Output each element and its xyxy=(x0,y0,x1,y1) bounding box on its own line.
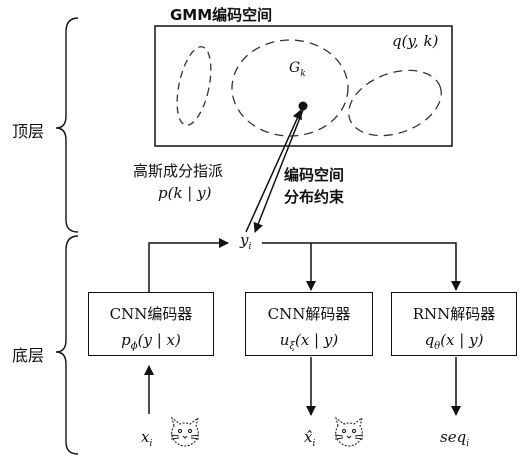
rnn-decoder-formula: qθ(x | y) xyxy=(424,331,484,352)
constraint-arrow xyxy=(253,109,304,233)
gaussian-component-label: Gk xyxy=(289,60,306,79)
gaussian-center-point xyxy=(298,101,308,111)
cnn-decoder-formula: uξ(x | y) xyxy=(279,331,339,352)
constraint-label-line1: 编码空间 xyxy=(284,166,345,184)
reconstruction-label: x̂i xyxy=(304,428,316,449)
assignment-label: 高斯成分指派 xyxy=(133,162,224,180)
sequence-label: seqi xyxy=(440,428,470,449)
input-label: xi xyxy=(141,428,153,449)
rnn-decoder-box: RNN解码器 qθ(x | y) xyxy=(391,292,517,356)
bottom-layer-label: 底层 xyxy=(12,346,45,365)
cat-sketch-icon xyxy=(170,416,200,447)
gmm-space-title: GMM编码空间 xyxy=(170,6,273,24)
constraint-label-line2: 分布约束 xyxy=(284,188,345,206)
encoder-to-latent-arrow xyxy=(148,238,229,292)
cat-sketch-icon xyxy=(334,416,364,447)
top-layer-brace xyxy=(55,17,79,233)
cnn-decoder-title: CNN解码器 xyxy=(267,305,351,323)
gaussian-component-left xyxy=(176,46,212,126)
cnn-decoder-box: CNN解码器 uξ(x | y) xyxy=(245,292,373,356)
gmm-space-box xyxy=(154,25,453,147)
latent-variable-label: yi xyxy=(240,231,252,252)
rnn-decoder-title: RNN解码器 xyxy=(412,305,496,323)
gaussian-component-center xyxy=(231,39,349,137)
cnn-encoder-formula: pϕ(y | x) xyxy=(121,331,181,352)
latent-to-rnn-decoder-arrow xyxy=(262,242,461,291)
bottom-layer-brace xyxy=(55,235,79,455)
assignment-formula: p(k | y) xyxy=(158,184,212,202)
cnn-encoder-title: CNN编码器 xyxy=(109,305,193,323)
gmm-space-formula: q(y, k) xyxy=(392,32,439,50)
top-layer-label: 顶层 xyxy=(12,122,45,141)
gaussian-component-right xyxy=(348,69,442,137)
cnn-encoder-box: CNN编码器 pϕ(y | x) xyxy=(88,292,214,356)
assignment-arrow xyxy=(245,109,302,233)
